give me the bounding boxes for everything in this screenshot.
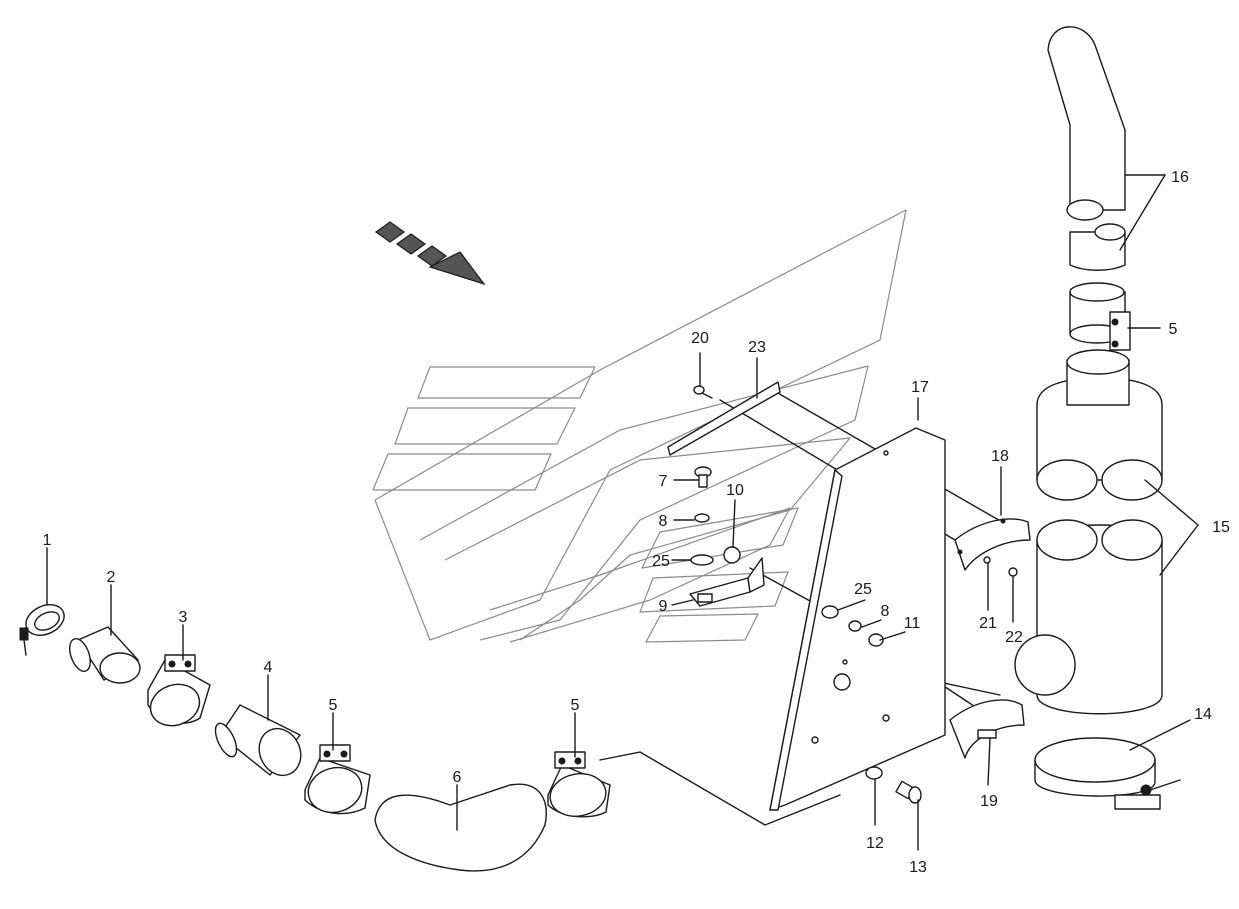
callout-5-lower-left: 5 (329, 697, 338, 714)
part-2-pipe-adapter (69, 626, 141, 684)
part-13-bolt (895, 780, 922, 804)
part-5-clamp-upper (1069, 282, 1131, 351)
callout-25-right: 25 (854, 581, 872, 598)
callout-16: 16 (1171, 169, 1189, 186)
part-18-strap (954, 518, 1031, 571)
part-3-clamp (147, 654, 211, 727)
part-9-bracket (689, 557, 765, 607)
callout-leaders (46, 174, 1199, 851)
callout-12: 12 (866, 835, 884, 852)
part-5-clamp-lower-left (304, 744, 371, 815)
part-25-washer-right (821, 605, 839, 619)
part-15-muffler (1014, 349, 1163, 715)
callout-4: 4 (264, 659, 273, 676)
part-12-washer (865, 766, 883, 780)
callout-15: 15 (1212, 519, 1230, 536)
part-19-strap (949, 699, 1025, 759)
callout-22: 22 (1005, 629, 1023, 646)
callout-3: 3 (179, 609, 188, 626)
part-23-strip (667, 381, 781, 456)
callout-11: 11 (904, 615, 921, 632)
part-6-bent-pipe (374, 783, 547, 872)
callout-14: 14 (1194, 706, 1212, 723)
callout-8-right: 8 (881, 603, 890, 620)
forward-direction-arrow-icon (374, 221, 486, 286)
callout-10: 10 (726, 482, 744, 499)
part-21-nut (983, 556, 991, 564)
part-4-sleeve (214, 704, 302, 777)
callout-7: 7 (659, 473, 668, 490)
part-16-stack-pipe (1047, 26, 1126, 271)
callout-9: 9 (659, 598, 668, 615)
part-7-bolt (694, 466, 712, 488)
callout-labels: 1 2 3 4 5 5 5 6 7 8 8 9 10 11 12 13 14 1… (43, 169, 1230, 876)
callout-1: 1 (43, 532, 52, 549)
callout-19: 19 (980, 793, 998, 810)
callout-25-upper: 25 (652, 553, 670, 570)
part-8-washer-upper (694, 513, 710, 523)
part-25-washer-upper (690, 554, 714, 566)
part-22-nut (1008, 567, 1018, 577)
callout-17: 17 (911, 379, 929, 396)
part-20-bolt (693, 385, 713, 399)
callout-2: 2 (107, 569, 116, 586)
callout-5-upper: 5 (1169, 321, 1178, 338)
callout-8-upper: 8 (659, 513, 668, 530)
callout-18: 18 (991, 448, 1009, 465)
callout-23: 23 (748, 339, 766, 356)
part-1-clamp (19, 604, 65, 656)
callout-5-lower-right: 5 (571, 697, 580, 714)
callout-21: 21 (979, 615, 997, 632)
callout-20: 20 (691, 330, 709, 347)
callout-6: 6 (453, 769, 462, 786)
part-14-band-clamp (1034, 737, 1181, 810)
part-5-clamp-lower-right (547, 751, 611, 818)
part-8-washer-right (848, 620, 862, 632)
callout-13: 13 (909, 859, 927, 876)
part-17-mounting-plate (769, 427, 946, 811)
part-11-bolt (868, 633, 884, 647)
part-10-nut (723, 546, 741, 564)
